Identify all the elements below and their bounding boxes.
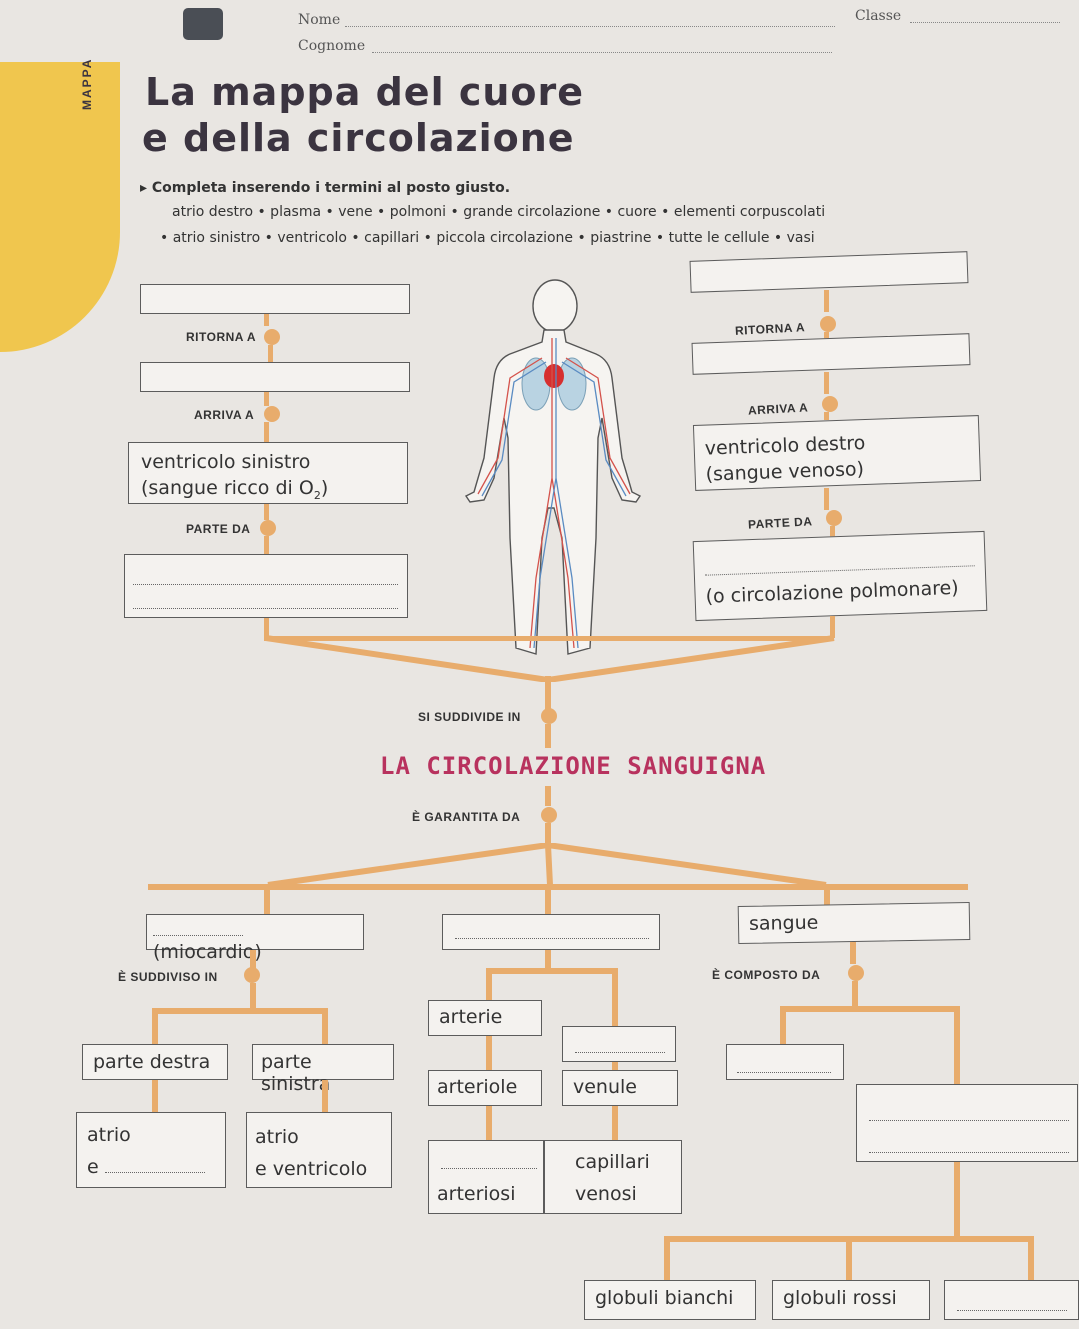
side-tab-decoration xyxy=(0,62,120,352)
surname-label: Cognome xyxy=(298,38,366,54)
venules-box: venule xyxy=(562,1070,678,1106)
class-label: Classe xyxy=(855,8,902,24)
right-arriva-label: ARRIVA A xyxy=(747,400,809,418)
left-ventricle-box: ventricolo sinistro (sangue ricco di O2) xyxy=(128,442,408,504)
book-icon xyxy=(183,8,223,40)
surname-field[interactable] xyxy=(372,52,832,53)
left-arriva-dot xyxy=(264,406,280,422)
right-circulation-box[interactable]: (o circolazione polmonare) xyxy=(692,530,988,622)
left-parte-label: PARTE DA xyxy=(186,522,251,536)
page-title-line2: e della circolazione xyxy=(142,116,575,160)
corpuscles-blank-box[interactable] xyxy=(856,1084,1078,1162)
right-ritorna-label: RITORNA A xyxy=(734,320,806,338)
right-arriva-dot xyxy=(822,396,838,412)
red-cells-box: globuli rossi xyxy=(772,1280,930,1320)
right-parte-dot xyxy=(826,510,842,526)
name-field[interactable] xyxy=(345,26,835,27)
si-suddivide-label: SI SUDDIVIDE IN xyxy=(418,710,521,724)
class-field[interactable] xyxy=(910,22,1060,23)
main-concept-title: LA CIRCOLAZIONE SANGUIGNA xyxy=(380,752,767,780)
instruction: ▸ Completa inserendo i termini al posto … xyxy=(140,180,511,196)
veins-blank-box[interactable] xyxy=(562,1026,676,1062)
vessels-blank-box[interactable] xyxy=(442,914,660,950)
right-parte-label: PARTE DA xyxy=(747,514,813,532)
right-ritorna-dot xyxy=(820,316,836,332)
left-parte-dot xyxy=(260,520,276,536)
bullet-icon: ▸ xyxy=(140,180,152,196)
left-top-blank-box[interactable] xyxy=(140,284,410,314)
heart-box[interactable]: (miocardio) xyxy=(146,914,364,963)
left-circulation-blank-box[interactable] xyxy=(124,554,408,618)
platelets-blank-box[interactable] xyxy=(944,1280,1079,1320)
right-top-blank-box[interactable] xyxy=(689,251,969,293)
human-body-diagram xyxy=(464,279,642,655)
capillaries-box[interactable]: capillari arteriosi venosi xyxy=(428,1140,682,1214)
left-part-box: parte sinistra xyxy=(252,1044,394,1095)
page-title-line1: La mappa del cuore xyxy=(145,70,585,114)
suddiviso-label: È SUDDIVISO IN xyxy=(118,970,218,984)
left-arriva-label: ARRIVA A xyxy=(194,408,255,422)
converge-lines xyxy=(265,635,835,682)
composto-dot xyxy=(848,965,864,981)
arterioles-box: arteriole xyxy=(428,1070,542,1106)
atrium-left-box: atrio e ventricolo xyxy=(246,1112,392,1188)
left-ritorna-dot xyxy=(264,329,280,345)
word-bank-line1: atrio destro • plasma • vene • polmoni •… xyxy=(172,204,826,220)
heart-icon xyxy=(544,364,564,388)
plasma-blank-box[interactable] xyxy=(726,1044,844,1080)
word-bank-line2: • atrio sinistro • ventricolo • capillar… xyxy=(160,230,815,246)
white-cells-box: globuli bianchi xyxy=(584,1280,756,1320)
left-blank-box-2[interactable] xyxy=(140,362,410,392)
arteries-box: arterie xyxy=(428,1000,542,1036)
right-ventricle-box: ventricolo destro (sangue venoso) xyxy=(692,415,982,491)
branch-lines xyxy=(267,843,827,888)
side-tab-label: MAPPA xyxy=(80,57,94,110)
right-part-box: parte destra xyxy=(82,1044,228,1080)
blood-box: sangue xyxy=(737,901,971,945)
composto-label: È COMPOSTO DA xyxy=(712,968,821,982)
left-ritorna-label: RITORNA A xyxy=(186,330,257,344)
si-suddivide-dot xyxy=(541,708,557,724)
suddiviso-dot xyxy=(244,967,260,983)
garantita-label: È GARANTITA DA xyxy=(412,810,521,824)
name-label: Nome xyxy=(298,12,341,28)
garantita-dot xyxy=(541,807,557,823)
right-blank-box-2[interactable] xyxy=(691,333,971,375)
atrium-right-box[interactable]: atrio e xyxy=(76,1112,226,1188)
